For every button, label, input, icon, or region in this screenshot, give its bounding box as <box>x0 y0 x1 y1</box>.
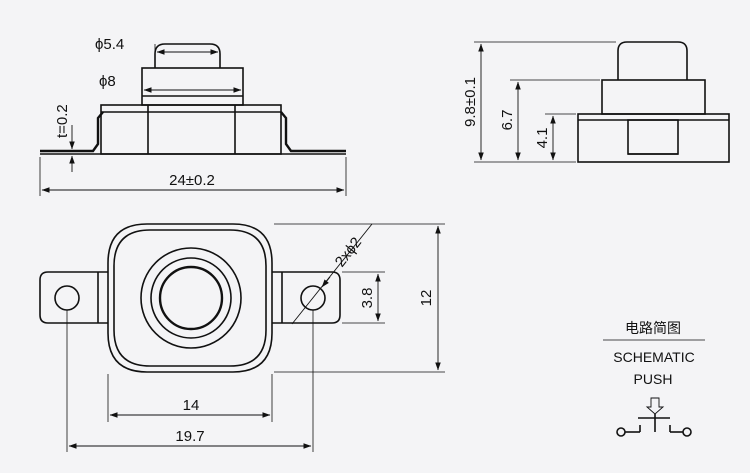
right-tab-shape <box>272 271 341 324</box>
top-view: 2xϕ2 3.8 12 14 19.7 <box>39 223 445 452</box>
dim-label-body-width: 14 <box>183 397 200 414</box>
schematic-title-cn: 电路简图 <box>625 320 681 336</box>
side-bracket-plate <box>40 111 346 153</box>
push-switch-symbol <box>616 397 692 437</box>
dim-label-hole-dia: 2xϕ2 <box>332 234 365 270</box>
side-view: ϕ5.4 ϕ8 t=0.2 24±0.2 <box>39 36 347 196</box>
end-plunger-window <box>627 119 679 155</box>
terminal-right-icon <box>682 427 692 437</box>
dim-label-cap-height: 6.7 <box>499 110 516 131</box>
end-cap-shape <box>601 79 706 115</box>
left-mounting-hole <box>54 285 80 311</box>
button-inner-ring <box>158 265 224 331</box>
terminal-left-icon <box>616 427 626 437</box>
end-button-shape <box>617 41 688 80</box>
dim-label-body-height: 4.1 <box>534 128 551 149</box>
dim-leader-hole <box>291 223 373 325</box>
end-view: 9.8±0.1 6.7 4.1 <box>462 41 730 163</box>
schematic: 电路简图 SCHEMATIC PUSH <box>603 320 705 437</box>
dim-label-total-width: 19.7 <box>175 428 204 445</box>
end-body-shape <box>577 113 730 163</box>
dim-label-thickness: t=0.2 <box>54 104 71 138</box>
dim-label-top-total-height: 12 <box>418 290 435 307</box>
top-body-shape <box>107 223 273 373</box>
side-button-shape <box>154 43 221 68</box>
dim-label-hole-height: 3.8 <box>359 288 376 309</box>
top-body-inner-outline <box>113 229 267 367</box>
dim-label-width: 24±0.2 <box>169 172 215 189</box>
schematic-title-en: SCHEMATIC <box>613 349 694 365</box>
dim-label-button-dia: ϕ5.4 <box>95 36 124 53</box>
button-middle-ring <box>150 257 232 339</box>
dim-label-cap-dia: ϕ8 <box>99 73 116 90</box>
push-arrow-icon <box>645 397 665 415</box>
side-cap-shape <box>141 67 244 106</box>
button-outer-ring <box>140 247 242 349</box>
schematic-type-label: PUSH <box>634 371 673 387</box>
left-tab-shape <box>39 271 108 324</box>
dim-label-total-height: 9.8±0.1 <box>462 77 479 127</box>
